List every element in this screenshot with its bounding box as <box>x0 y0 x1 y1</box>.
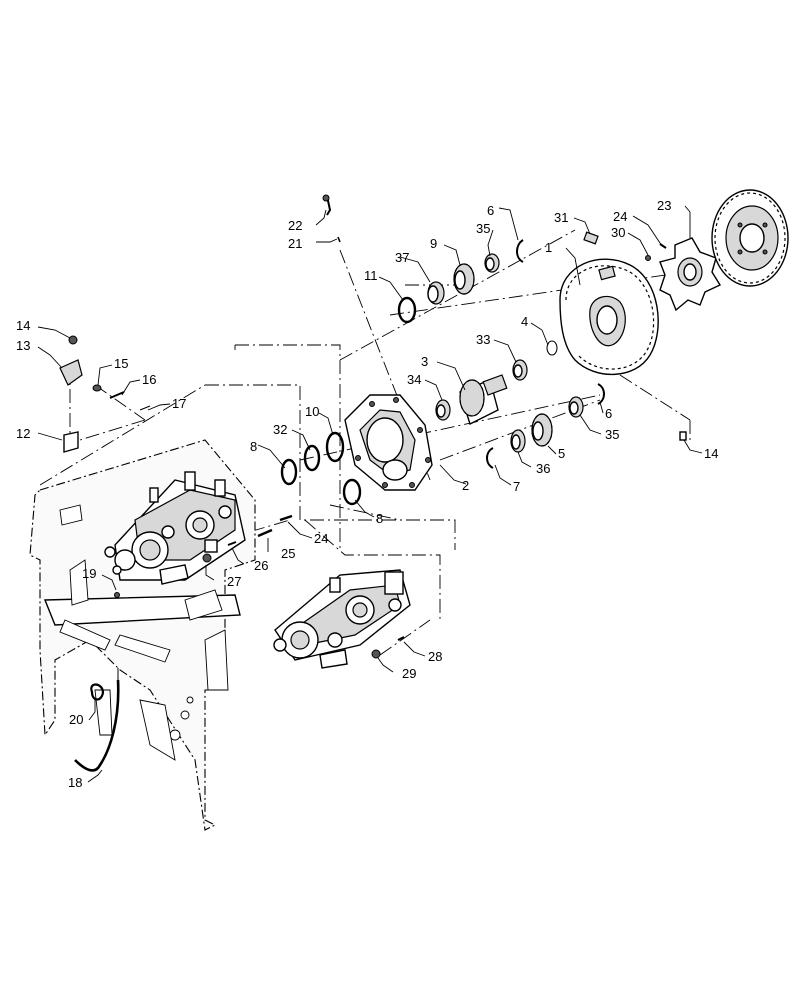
callout-labels: 1 2 3 4 5 6 6 7 8 8 9 10 11 12 13 14 14 … <box>16 198 718 790</box>
callout-37: 37 <box>395 250 409 265</box>
callout-18: 18 <box>68 775 82 790</box>
callout-11: 11 <box>364 268 378 283</box>
pump-assembly-lower <box>273 569 411 669</box>
callout-24-mid: 24 <box>314 531 328 546</box>
main-shaft-3 <box>435 359 528 425</box>
adapter-plate-2 <box>344 394 433 491</box>
callout-6-right: 6 <box>605 406 612 421</box>
callout-9: 9 <box>430 236 437 251</box>
callout-15: 15 <box>114 356 128 371</box>
callout-8-lower: 8 <box>376 511 383 526</box>
callout-2: 2 <box>462 478 469 493</box>
clip-19 <box>114 592 120 598</box>
callout-13: 13 <box>16 338 30 353</box>
callout-26: 26 <box>254 558 268 573</box>
callout-36: 36 <box>536 461 550 476</box>
callout-29: 29 <box>402 666 416 681</box>
callout-14-left: 14 <box>16 318 30 333</box>
callout-3: 3 <box>421 354 428 369</box>
sensor-assembly-12-17 <box>59 335 151 453</box>
callout-28: 28 <box>428 649 442 664</box>
callout-22: 22 <box>288 218 302 233</box>
callout-30: 30 <box>611 225 625 240</box>
callout-25: 25 <box>281 546 295 561</box>
callout-24-top: 24 <box>613 209 627 224</box>
callout-34: 34 <box>407 372 421 387</box>
pump-assembly-upper <box>104 471 246 585</box>
callout-12: 12 <box>16 426 30 441</box>
gear-housing-1 <box>559 258 659 376</box>
sensor-21-22 <box>322 194 341 243</box>
leader-lines <box>37 205 703 783</box>
callout-14-right: 14 <box>704 446 718 461</box>
callout-6-top: 6 <box>487 203 494 218</box>
upper-shaft-gears <box>427 253 500 305</box>
bolts-24-27 <box>202 514 293 563</box>
callout-7: 7 <box>513 479 520 494</box>
callout-19: 19 <box>82 566 96 581</box>
lower-shaft-gears <box>510 396 584 453</box>
key-31 <box>583 231 599 245</box>
callout-35-right: 35 <box>605 427 619 442</box>
callout-33: 33 <box>476 332 490 347</box>
flywheel <box>711 189 789 287</box>
snap-rings <box>280 239 605 506</box>
callout-4: 4 <box>521 314 528 329</box>
callout-23: 23 <box>657 198 671 213</box>
callout-31: 31 <box>554 210 568 225</box>
callout-32: 32 <box>273 422 287 437</box>
cable-tie-20 <box>90 683 105 701</box>
bolts-28-29 <box>371 636 405 659</box>
callout-8-upper: 8 <box>250 439 257 454</box>
callout-20: 20 <box>69 712 83 727</box>
callout-17: 17 <box>172 396 186 411</box>
callout-5: 5 <box>558 446 565 461</box>
wire-harness-18 <box>74 668 120 772</box>
callout-21: 21 <box>288 236 302 251</box>
callout-10: 10 <box>305 404 319 419</box>
callout-16: 16 <box>142 372 156 387</box>
drive-hub-23 <box>659 237 722 312</box>
callout-35-top: 35 <box>476 221 490 236</box>
callout-27: 27 <box>227 574 241 589</box>
callout-1: 1 <box>545 240 552 255</box>
